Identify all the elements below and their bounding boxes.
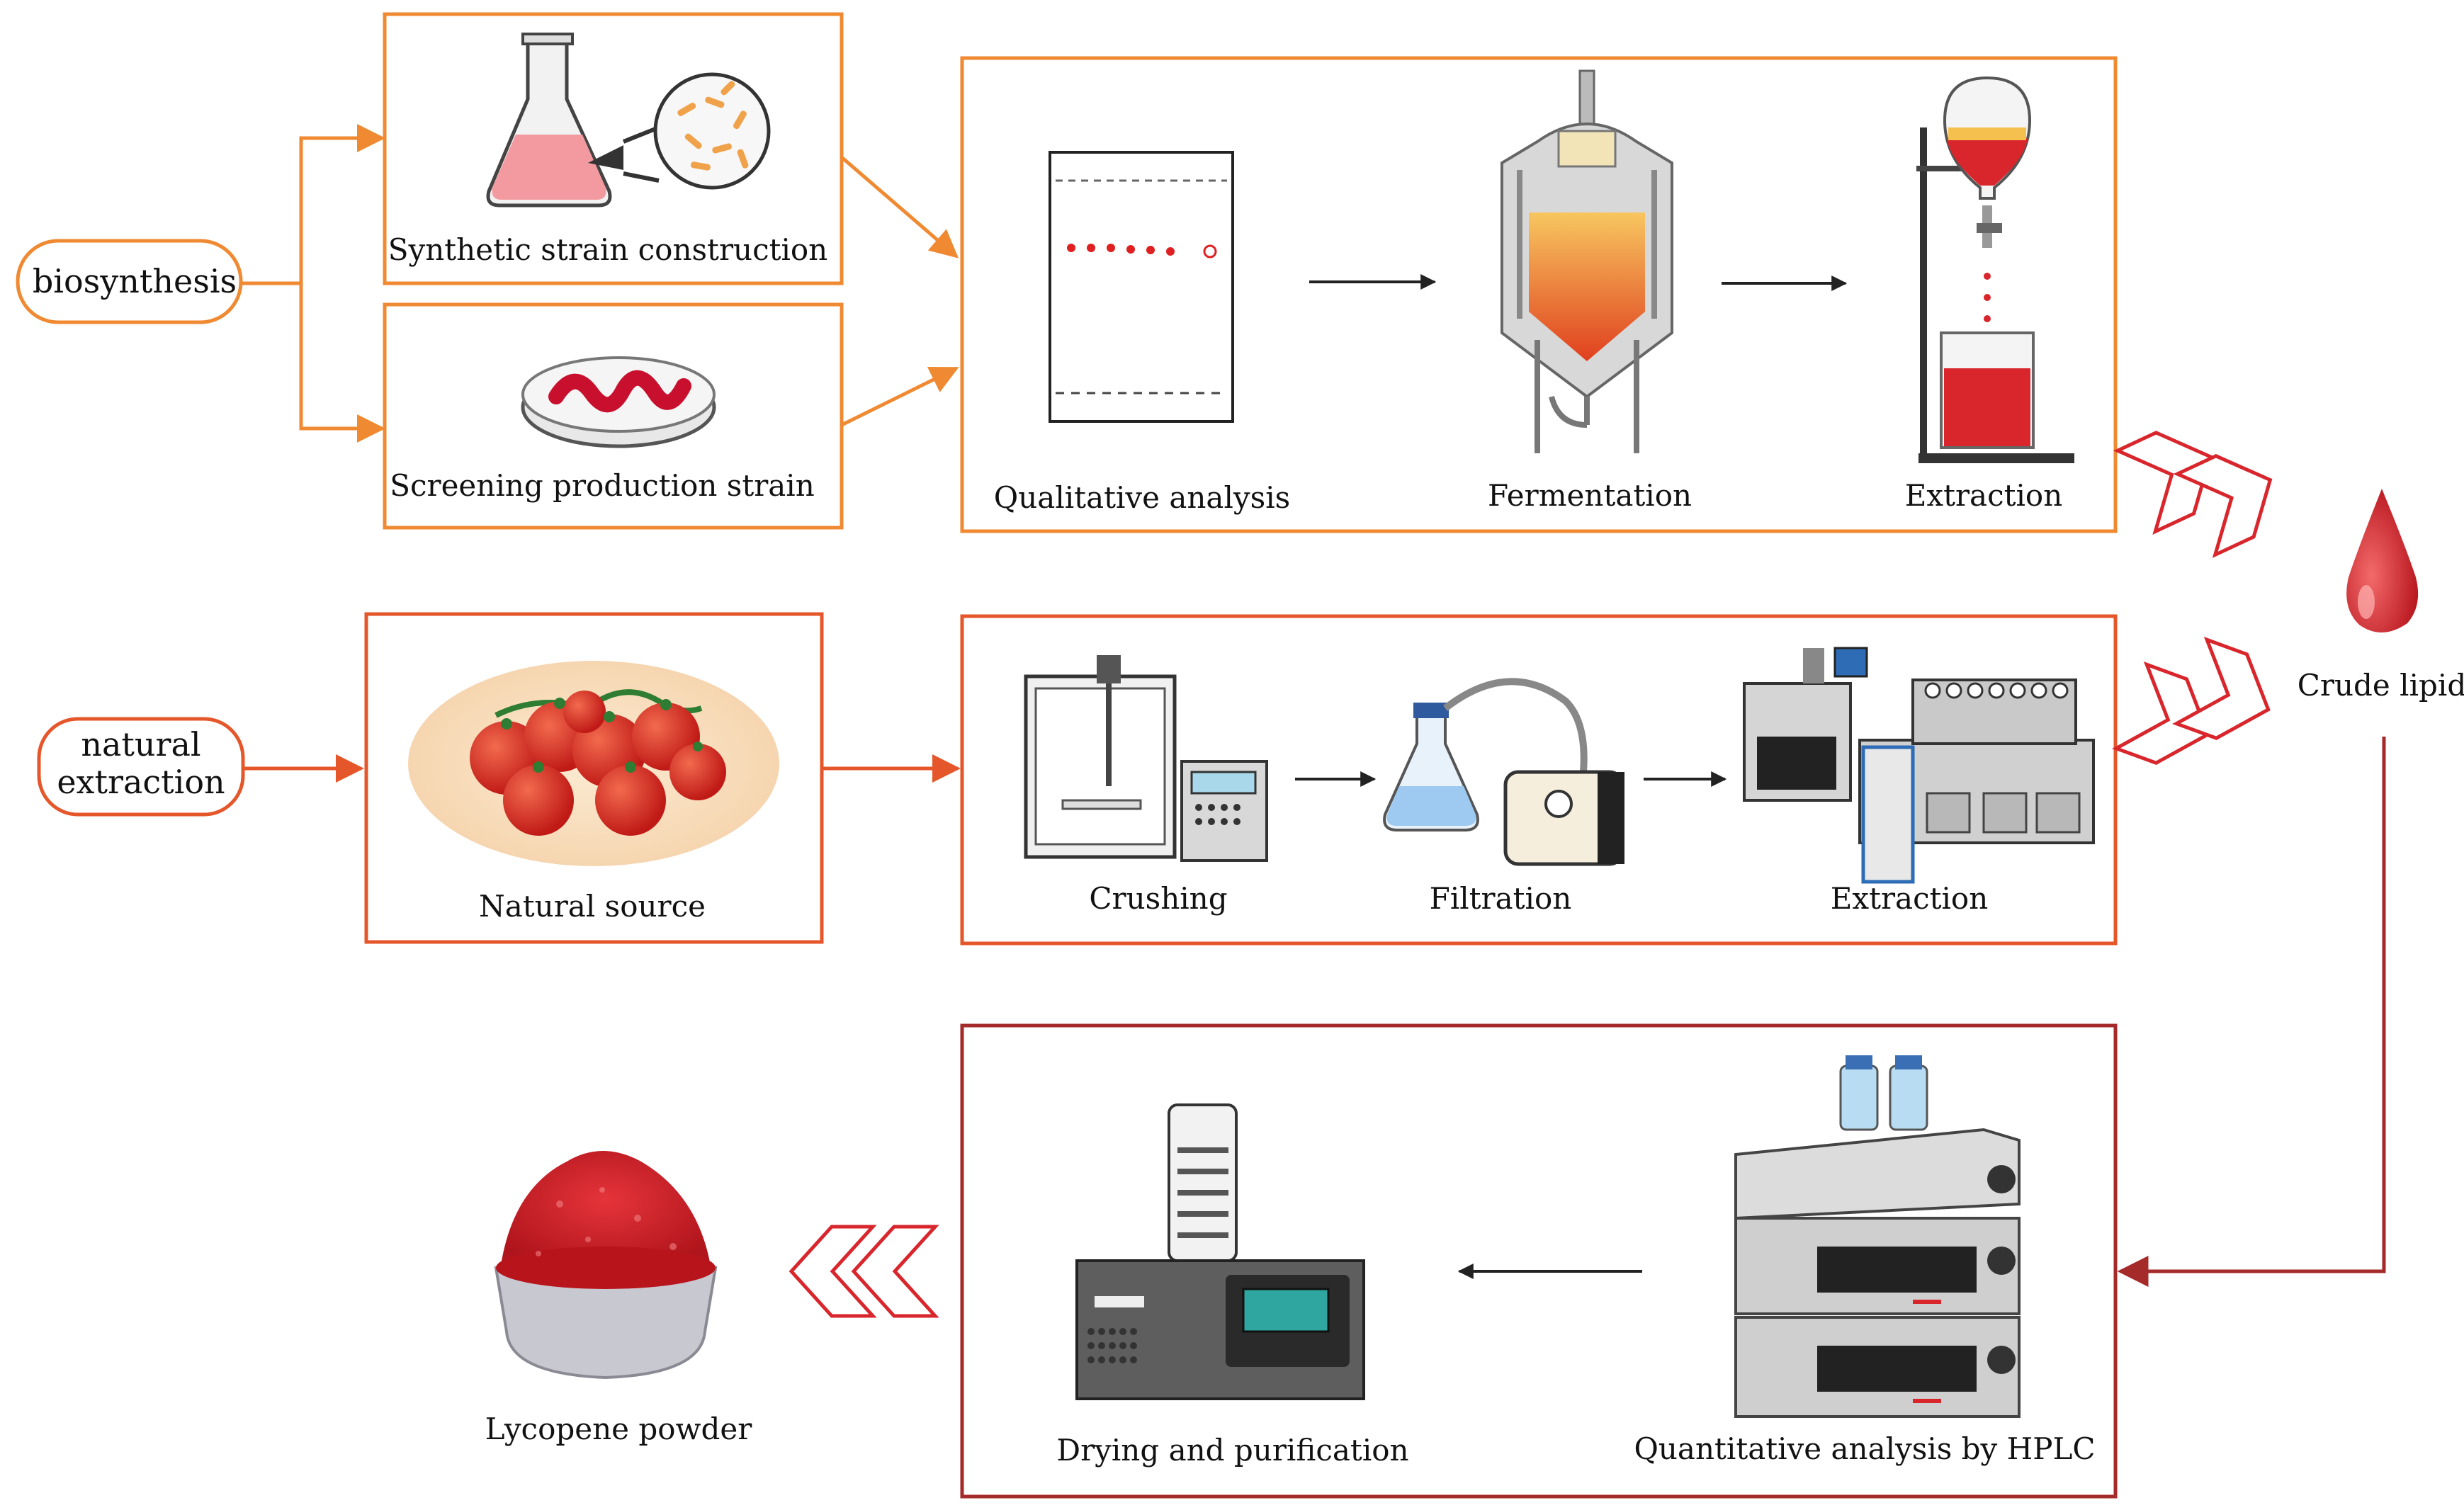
natural-extraction-label-line1: natural [81, 725, 200, 763]
blood-drop-icon [2346, 489, 2419, 633]
screening-strain-box: Screening production strain [383, 302, 844, 530]
synthetic-strain-label: Synthetic strain construction [388, 232, 827, 267]
purification-box: Drying and purification Quantitative ana… [960, 1023, 2118, 1499]
fermenter-icon [1501, 69, 1673, 453]
separatory-funnel-icon [1916, 76, 2074, 463]
powder-bowl-icon [494, 1151, 718, 1380]
crude-lipid-label: Crude lipid [2298, 668, 2464, 703]
vacuum-filtration-icon [1383, 678, 1624, 866]
tlc-plate-icon [1049, 151, 1234, 423]
chevron-arrow-icon [2113, 431, 2273, 558]
natural-extraction-label-line2: extraction [57, 763, 225, 801]
natural-process-box: Crushing Filtration [960, 614, 2118, 946]
crushing-label: Crushing [1089, 881, 1227, 916]
crude-to-purification-arrow [2117, 737, 2386, 1287]
biosynthesis-merge-arrows [840, 156, 959, 427]
qualitative-analysis-label: Qualitative analysis [994, 480, 1290, 515]
cell-culture-icon [653, 72, 771, 190]
extraction-nat-label: Extraction [1831, 881, 1989, 916]
chevron-arrow-icon [2112, 637, 2271, 765]
tomatoes-icon [408, 661, 779, 866]
biosynthesis-process-box: Qualitative analysis Fermentation [960, 56, 2118, 533]
extraction-apparatus-icon [1743, 647, 2095, 884]
flask-icon [486, 33, 660, 208]
lycopene-powder-label: Lycopene powder [485, 1412, 753, 1446]
fermentation-label: Fermentation [1488, 478, 1692, 513]
drying-purification-label: Drying and purification [1056, 1433, 1408, 1468]
natural-source-label: Natural source [479, 889, 706, 924]
filtration-label: Filtration [1430, 881, 1572, 916]
hplc-label: Quantitative analysis by HPLC [1634, 1431, 2095, 1466]
natural-extraction-node: natural extraction [37, 717, 245, 817]
hplc-icon [1734, 1055, 2021, 1418]
homogenizer-icon [1024, 655, 1268, 862]
natural-source-box: Natural source [364, 612, 824, 944]
biosynthesis-label: biosynthesis [33, 262, 237, 300]
biosynthesis-branch-arrows [241, 124, 385, 443]
synthetic-strain-box: Synthetic strain construction [383, 12, 844, 285]
freeze-dryer-icon [1075, 1103, 1365, 1400]
extraction-bio-label: Extraction [1905, 478, 2063, 513]
petri-dish-icon [521, 356, 716, 448]
screening-strain-label: Screening production strain [390, 468, 815, 503]
biosynthesis-node: biosynthesis [16, 239, 243, 324]
chevron-arrow-icon [789, 1225, 939, 1318]
